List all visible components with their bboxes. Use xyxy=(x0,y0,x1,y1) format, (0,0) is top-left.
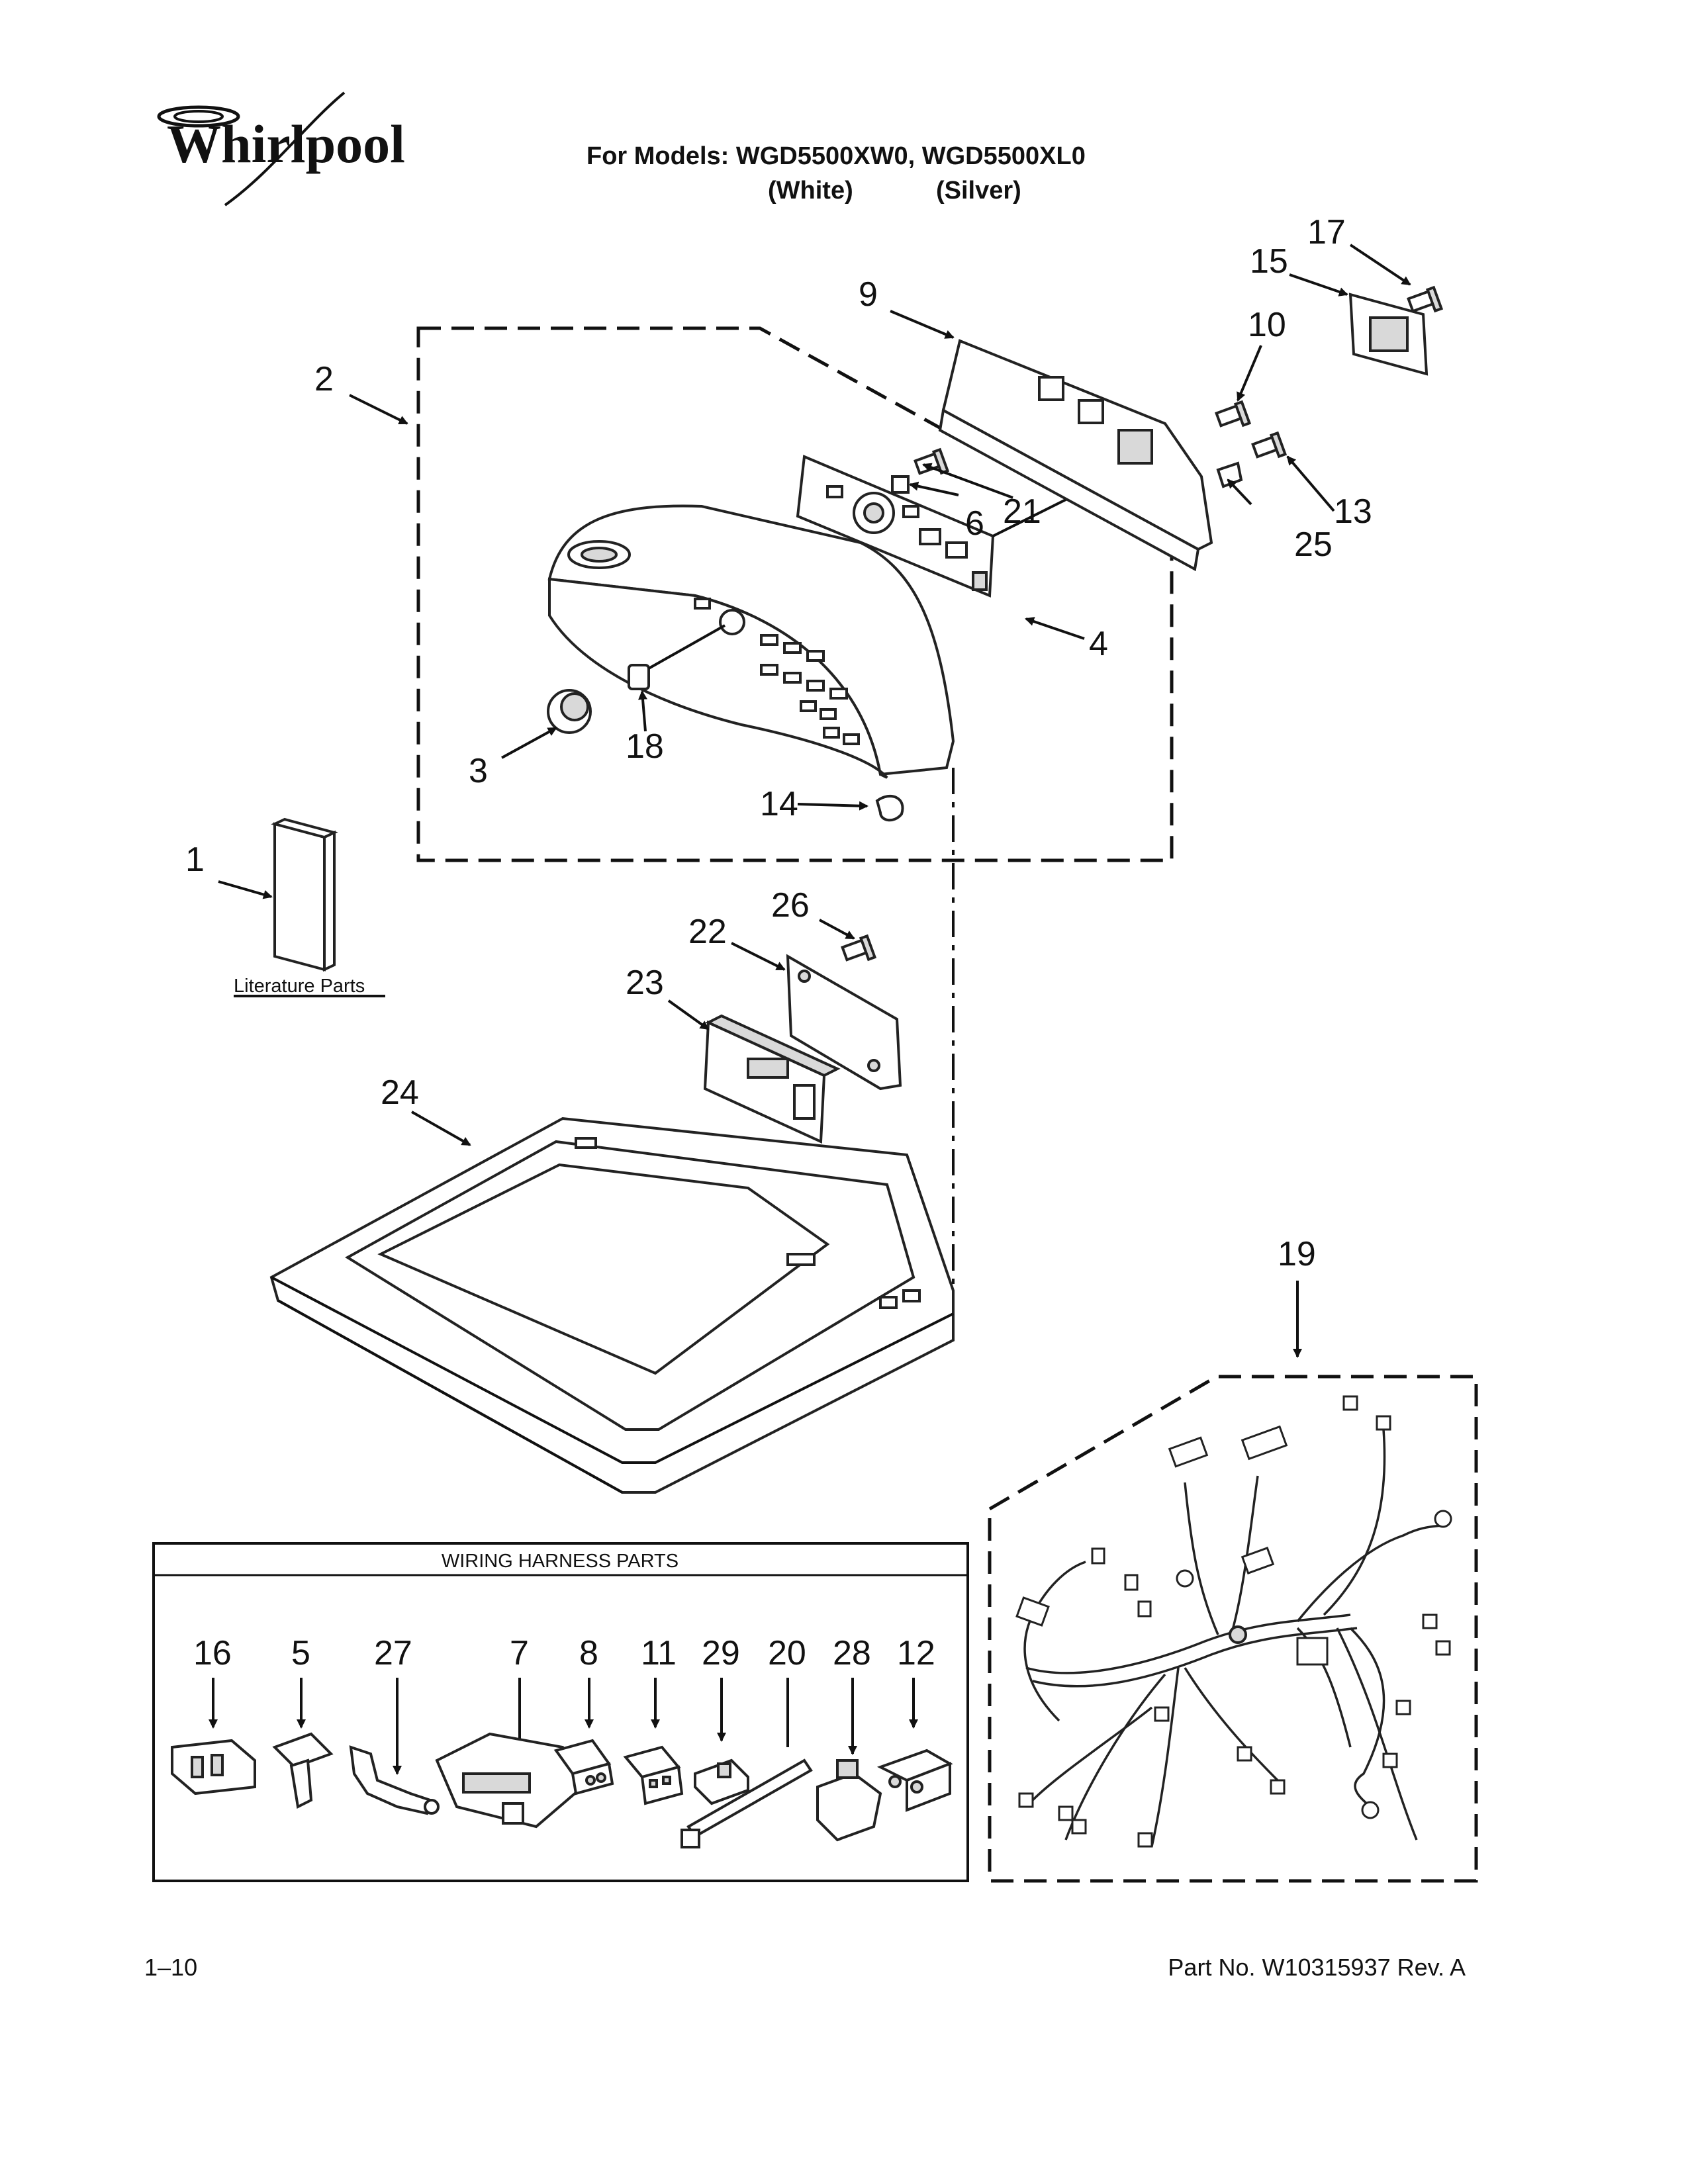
screw-26 xyxy=(841,934,877,962)
callout-13: 13 xyxy=(1334,492,1372,531)
user-interface-board xyxy=(796,455,995,598)
terminal-27 xyxy=(349,1745,440,1815)
callout-11: 11 xyxy=(641,1634,677,1672)
part-number: Part No. W10315937 Rev. A xyxy=(1168,1954,1466,1981)
callout-26: 26 xyxy=(771,886,810,925)
callout-6: 6 xyxy=(965,504,984,543)
knob-shaft-adapter xyxy=(628,664,650,690)
screw-21 xyxy=(914,447,950,475)
console-rear-panel xyxy=(938,339,1213,572)
models-line: For Models: WGD5500XW0, WGD5500XL0 xyxy=(586,142,1086,170)
bracket-15 xyxy=(1348,293,1429,376)
top-panel xyxy=(269,1116,955,1494)
connector-12 xyxy=(876,1749,953,1812)
callout-17: 17 xyxy=(1307,213,1346,251)
cable-clip-14 xyxy=(875,794,904,822)
callout-20: 20 xyxy=(768,1634,806,1672)
callout-24: 24 xyxy=(381,1073,419,1112)
screw-17 xyxy=(1407,285,1444,313)
cable-tie-20 xyxy=(680,1758,813,1848)
callout-16: 16 xyxy=(193,1634,232,1672)
mounting-bracket-22 xyxy=(786,954,902,1091)
wire-harness-group-outline xyxy=(988,1375,1478,1883)
callout-29: 29 xyxy=(702,1634,740,1672)
harness-clip-16 xyxy=(171,1739,256,1796)
callout-leaders xyxy=(218,244,1411,1358)
connector-11 xyxy=(623,1745,684,1805)
callout-28: 28 xyxy=(833,1634,871,1672)
callout-25: 25 xyxy=(1294,525,1333,564)
console-group-outline xyxy=(416,326,1174,862)
callout-9: 9 xyxy=(859,275,878,314)
literature-parts xyxy=(271,817,338,972)
literature-parts-label: Literature Parts xyxy=(234,976,365,997)
control-knob xyxy=(547,689,592,734)
callout-15: 15 xyxy=(1250,242,1288,281)
callout-5: 5 xyxy=(291,1634,310,1672)
whirlpool-logo-text: Whirlpool xyxy=(167,114,405,174)
callout-1: 1 xyxy=(185,841,205,879)
electronic-control-23 xyxy=(703,1014,841,1144)
color-silver-label: (Silver) xyxy=(936,177,1021,205)
callout-14: 14 xyxy=(760,785,798,823)
callout-10: 10 xyxy=(1248,306,1286,344)
callout-3: 3 xyxy=(469,752,488,790)
page-number: 1–10 xyxy=(144,1954,197,1981)
callout-4: 4 xyxy=(1089,625,1108,663)
connector-29 xyxy=(694,1758,749,1805)
callout-7: 7 xyxy=(510,1634,529,1672)
connector-8 xyxy=(553,1739,614,1796)
wiring-box-title: WIRING HARNESS PARTS xyxy=(442,1551,679,1572)
connector-28 xyxy=(816,1759,882,1842)
callout-23: 23 xyxy=(626,964,664,1002)
console-panel xyxy=(547,504,955,779)
callout-8: 8 xyxy=(579,1634,598,1672)
callout-19: 19 xyxy=(1278,1235,1316,1273)
wiring-harness-parts-box xyxy=(152,1542,969,1882)
main-wire-harness xyxy=(1015,1395,1452,1848)
screw-13 xyxy=(1251,431,1288,459)
callout-12: 12 xyxy=(897,1634,935,1672)
connector-block-7 xyxy=(435,1732,585,1829)
clip-6 xyxy=(891,475,910,494)
callout-18: 18 xyxy=(626,727,664,766)
callout-22: 22 xyxy=(688,913,727,951)
whirlpool-logo: Whirlpool xyxy=(157,91,405,206)
screw-10 xyxy=(1215,400,1252,428)
callout-21: 21 xyxy=(1003,492,1041,531)
callout-2: 2 xyxy=(314,360,334,398)
callout-27: 27 xyxy=(374,1634,412,1672)
harness-clip-5 xyxy=(272,1732,334,1809)
color-white-label: (White) xyxy=(768,177,853,205)
